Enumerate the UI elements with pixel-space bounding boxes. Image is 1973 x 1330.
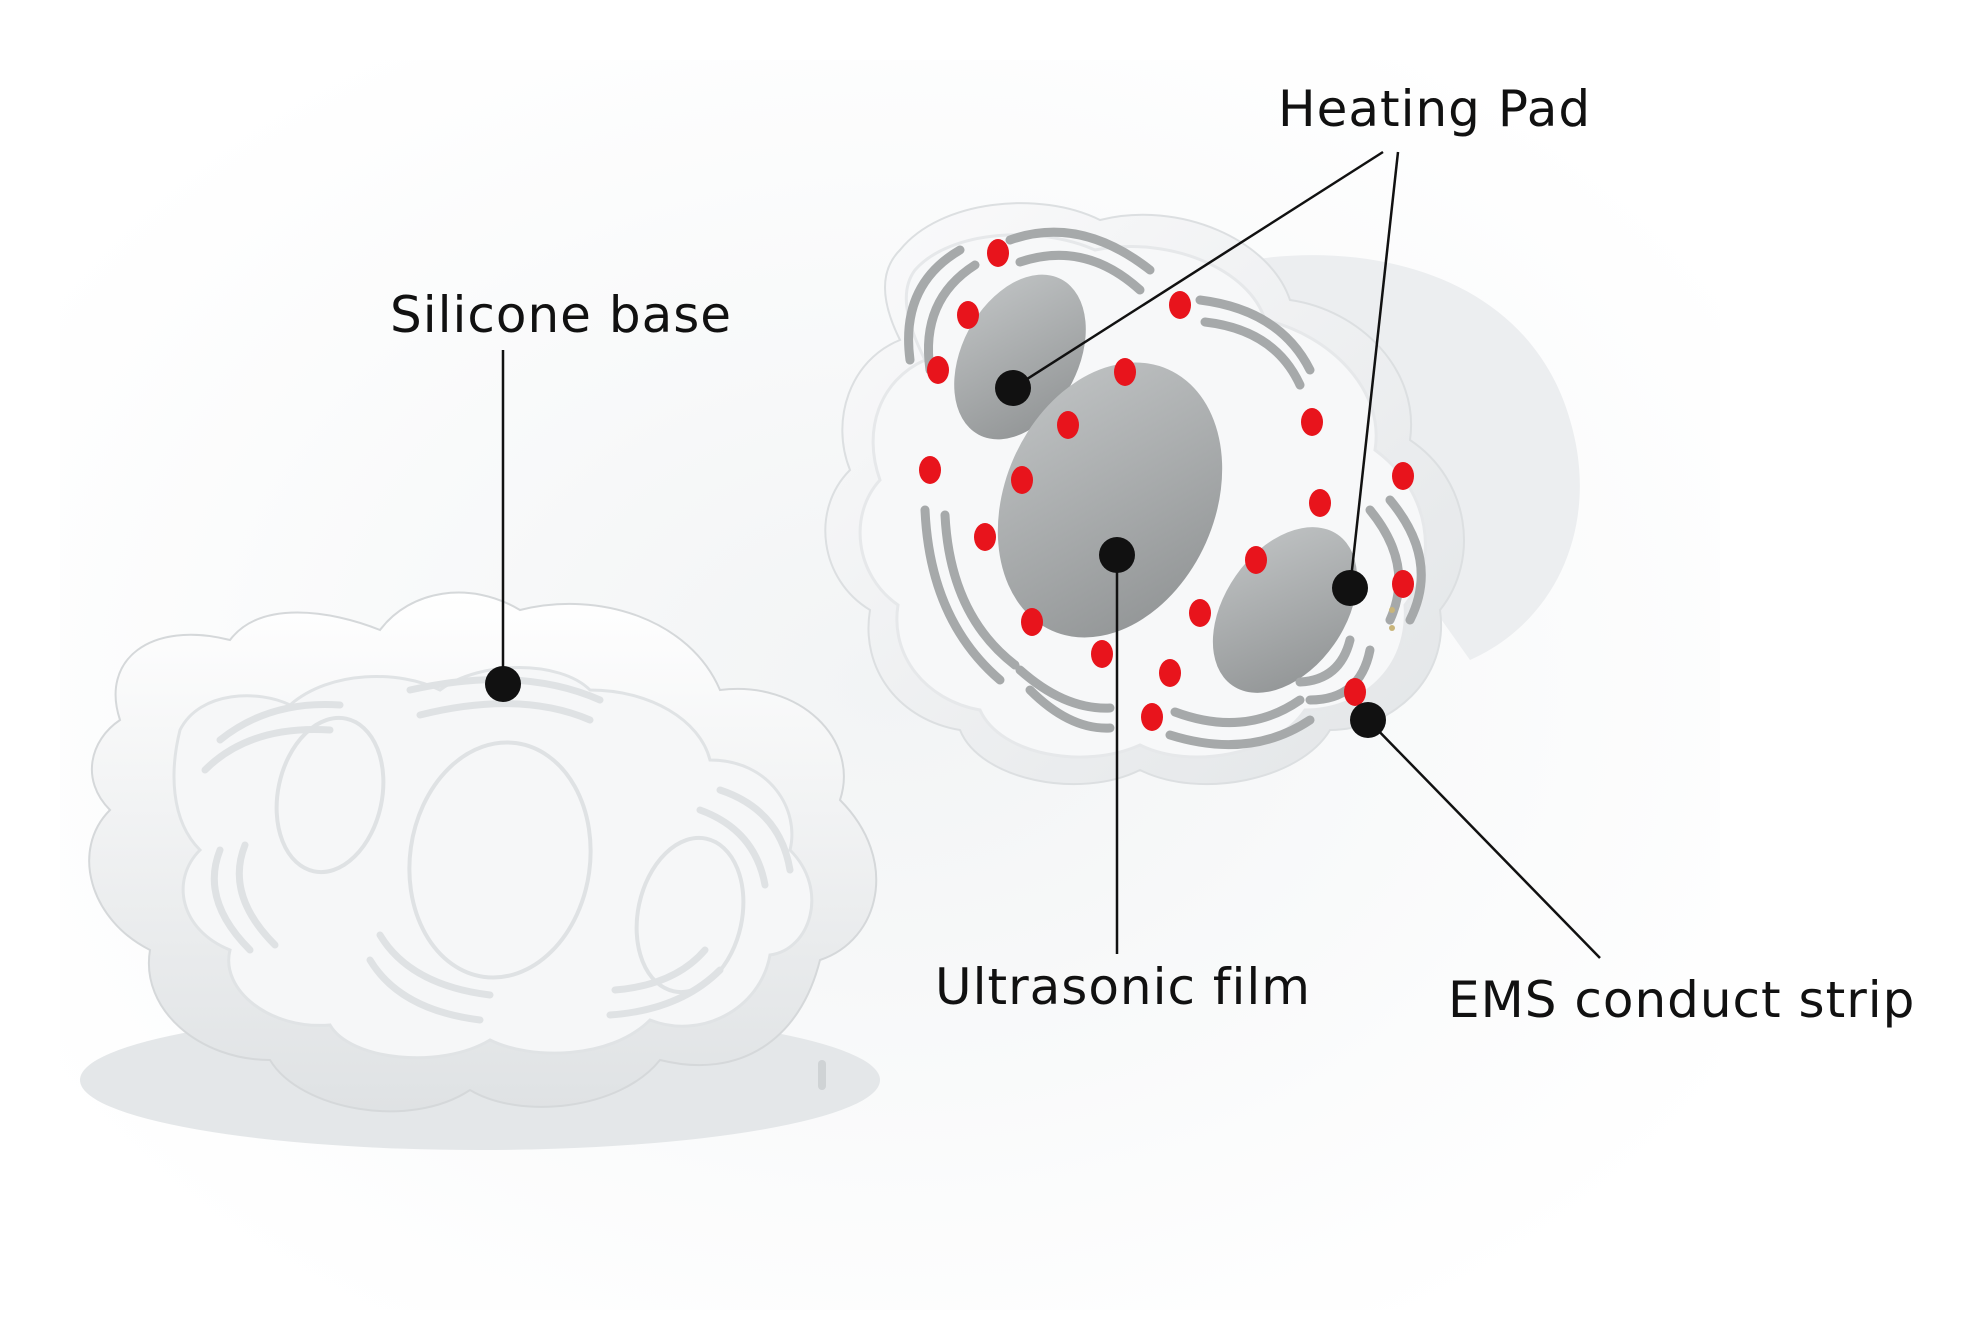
callout-lines [501,150,1601,959]
callout-dot-silicone [485,666,521,702]
label-heating-pad: Heating Pad [1278,80,1592,138]
callout-dot-ems [1350,702,1386,738]
label-ems-conduct-strip: EMS conduct strip [1448,971,1916,1029]
callout-dot-ultrasonic [1099,537,1135,573]
callout-dots [485,370,1386,738]
callout-dot-heating-left [995,370,1031,406]
heating-pad-left [954,274,1086,440]
label-ultrasonic-film: Ultrasonic film [935,958,1311,1016]
label-silicone-base: Silicone base [390,286,733,344]
callout-dot-heating-right [1332,570,1368,606]
led-dots [919,239,1414,731]
silicone-base-object [80,591,880,1150]
ultrasonic-film-plate [997,362,1223,638]
device-object [824,202,1580,786]
silicone-base-tray [172,666,814,1060]
